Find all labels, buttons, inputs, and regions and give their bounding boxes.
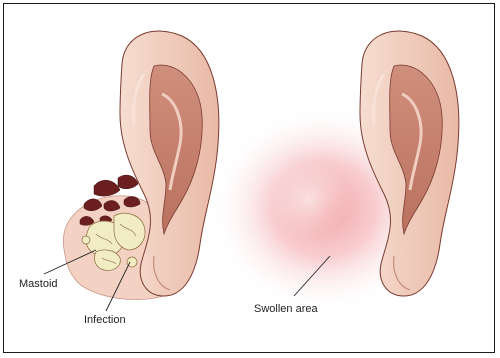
ear-illustration <box>4 4 495 353</box>
mastoid-label: Mastoid <box>19 279 58 290</box>
illustration-frame: Mastoid Infection Swollen area <box>3 3 495 353</box>
swollen-area-label: Swollen area <box>254 304 318 315</box>
infection-label: Infection <box>84 315 126 326</box>
